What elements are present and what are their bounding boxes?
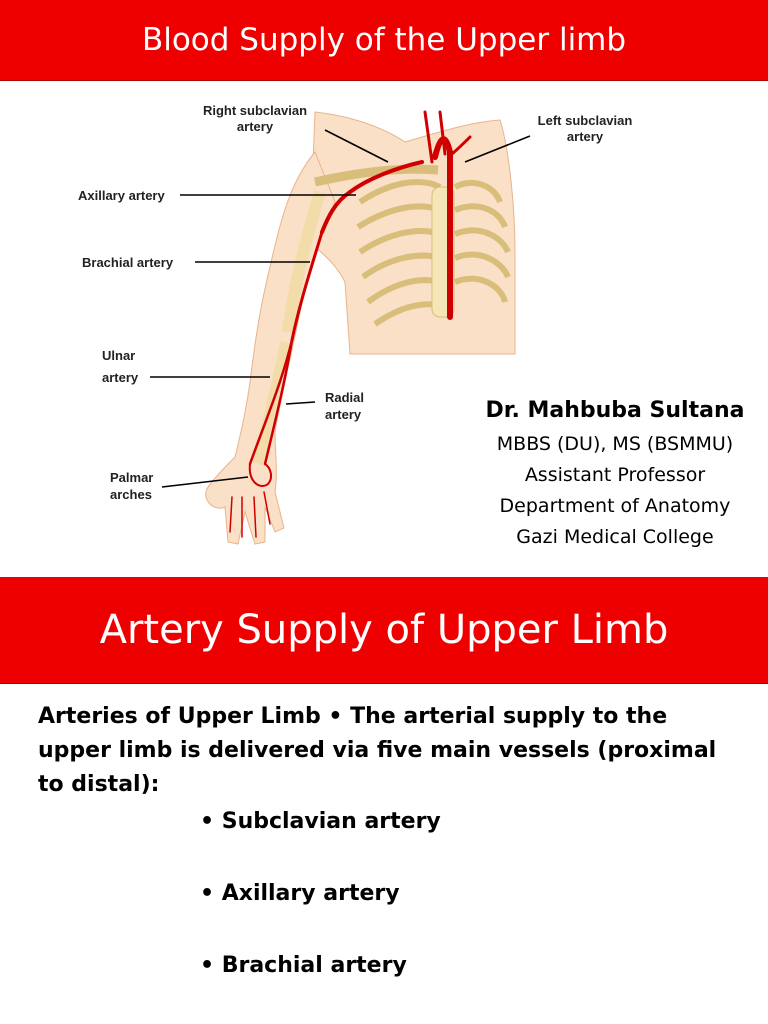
author-position: Assistant Professor (524, 464, 706, 486)
arteries (229, 110, 472, 538)
label-right-subclavian-2: artery (237, 119, 274, 134)
author-institution: Gazi Medical College (516, 526, 714, 548)
left-subclavian-vessel (450, 135, 472, 156)
author-block: Dr. Mahbuba Sultana MBBS (DU), MS (BSMMU… (470, 398, 760, 553)
radial-leader (285, 401, 316, 405)
label-ulnar-2: artery (102, 370, 139, 385)
list-item: • Axillary artery (200, 881, 400, 906)
diagram-svg: Right subclavian artery Left subclavian … (78, 103, 633, 545)
list-item: • Brachial artery (200, 953, 407, 978)
section-title: Artery Supply of Upper Limb (99, 607, 669, 653)
author-department: Department of Anatomy (499, 495, 731, 517)
label-palmar-2: arches (110, 487, 152, 502)
label-radial-1: Radial (325, 390, 364, 405)
author-degrees: MBBS (DU), MS (BSMMU) (496, 433, 734, 455)
palmar-arch (248, 463, 273, 487)
intro-paragraph: Arteries of Upper Limb • The arterial su… (38, 704, 717, 797)
list-item: • Subclavian artery (200, 809, 441, 834)
label-palmar-1: Palmar (110, 470, 153, 485)
right-subclavian-leader (324, 129, 389, 163)
label-radial-2: artery (325, 407, 362, 422)
label-brachial: Brachial artery (82, 255, 174, 270)
label-axillary: Axillary artery (78, 188, 165, 203)
right-subclavian-vessel (348, 160, 424, 194)
artery-list: • Subclavian artery • Axillary artery • … (200, 806, 441, 1022)
brachial-vessel (290, 230, 324, 342)
ulnar-vessel (248, 338, 294, 466)
leader-lines (150, 129, 531, 488)
upper-limb-artery-diagram: Right subclavian artery Left subclavian … (60, 92, 660, 562)
header-title: Blood Supply of the Upper limb (141, 22, 627, 58)
header-banner: Blood Supply of the Upper limb (0, 0, 768, 81)
carotid-vessels (423, 110, 447, 164)
palmar-leader (161, 476, 249, 488)
label-left-subclavian-1: Left subclavian (538, 113, 633, 128)
author-name: Dr. Mahbuba Sultana (485, 398, 745, 423)
clavicle (314, 164, 439, 187)
digital-vessels (229, 491, 271, 538)
left-subclavian-leader (464, 135, 531, 163)
label-left-subclavian-2: artery (567, 129, 604, 144)
label-ulnar-1: Ulnar (102, 348, 135, 363)
label-right-subclavian-1: Right subclavian (203, 103, 307, 118)
rib-cage (356, 179, 511, 327)
section-banner: Artery Supply of Upper Limb (0, 577, 768, 684)
